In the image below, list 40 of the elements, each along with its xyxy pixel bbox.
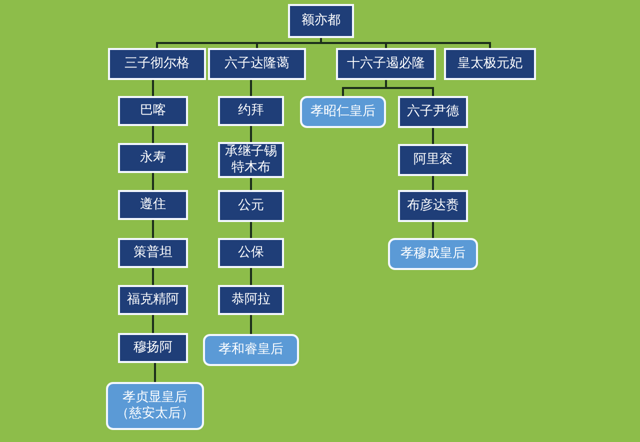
person-box: 遵住 — [118, 190, 188, 220]
person-box: 皇太极元妃 — [444, 48, 536, 80]
person-box: 十六子遏必隆 — [336, 48, 436, 80]
person-box: 永寿 — [118, 143, 188, 173]
person-box: 恭阿拉 — [218, 285, 284, 315]
person-box: 穆扬阿 — [118, 333, 188, 363]
person-box: 布彦达赉 — [398, 190, 468, 222]
connector-line — [152, 173, 154, 190]
person-box: 约拜 — [218, 96, 284, 126]
person-box: 承继子锡特木布 — [218, 142, 284, 178]
person-box: 阿里衮 — [398, 144, 468, 176]
connector-line — [154, 363, 156, 382]
connector-line — [432, 222, 434, 238]
connector-line — [250, 268, 252, 285]
person-box: 孝贞显皇后（慈安太后） — [106, 382, 204, 430]
person-box: 六子达隆蔼 — [208, 48, 306, 80]
connector-line — [432, 128, 434, 144]
connector-line — [432, 176, 434, 190]
connector-line — [152, 268, 154, 285]
person-box: 公元 — [218, 190, 284, 222]
person-box: 福克精阿 — [118, 285, 188, 315]
person-box: 孝昭仁皇后 — [300, 96, 386, 128]
connector-line — [152, 315, 154, 333]
person-box: 三子彻尔格 — [108, 48, 206, 80]
connector-line — [152, 220, 154, 238]
person-box: 策普坦 — [118, 238, 188, 268]
person-box: 巴喀 — [118, 96, 188, 126]
connector-line — [250, 126, 252, 142]
connector-line — [250, 178, 252, 190]
person-box: 公保 — [218, 238, 284, 268]
connector-line — [385, 80, 434, 96]
person-box: 孝穆成皇后 — [388, 238, 478, 270]
connector-line — [250, 222, 252, 238]
connector-line — [152, 126, 154, 143]
connector-line — [250, 315, 252, 334]
person-box: 孝和睿皇后 — [203, 334, 299, 366]
person-box: 额亦都 — [288, 4, 354, 38]
connector-line — [250, 80, 252, 96]
person-box: 六子尹德 — [398, 96, 468, 128]
connector-line — [152, 80, 154, 96]
